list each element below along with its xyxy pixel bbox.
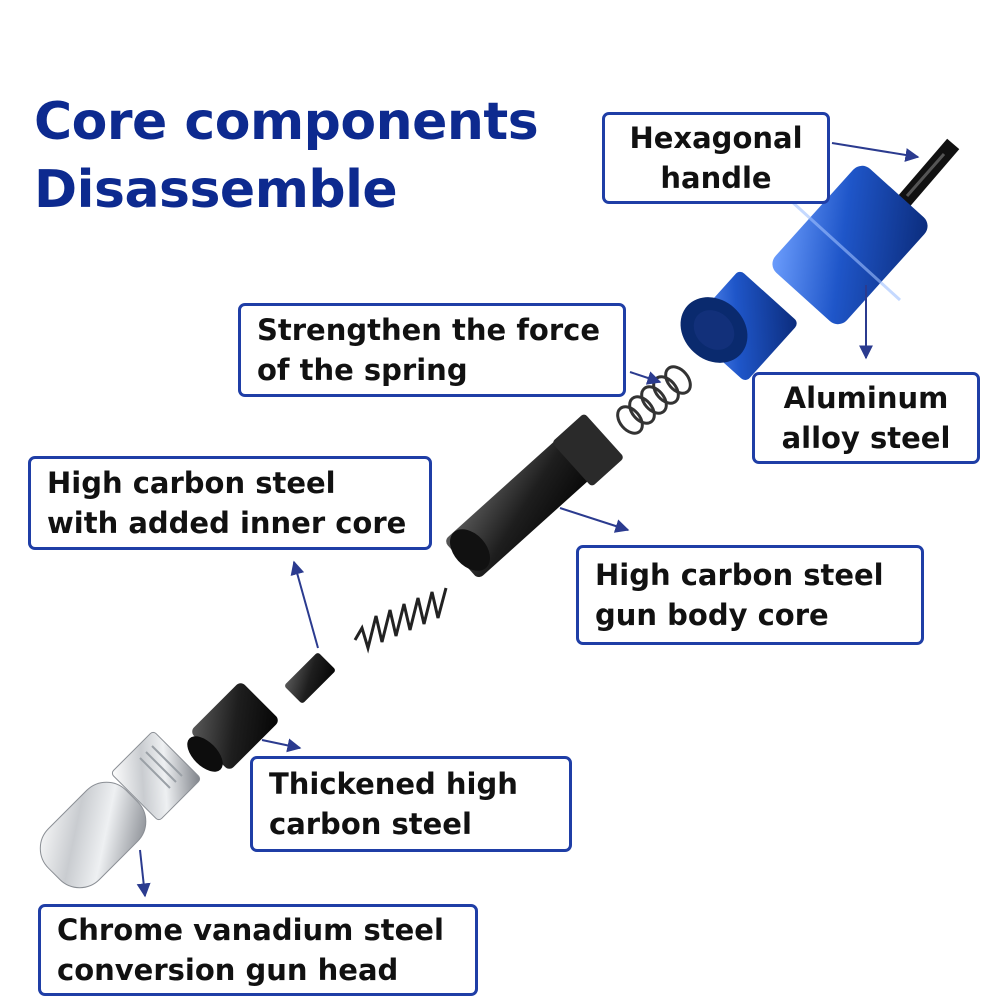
- inner-core-pin: [285, 653, 335, 703]
- label-line: with added inner core: [47, 506, 407, 540]
- label-line: conversion gun head: [57, 953, 399, 987]
- label-line: Aluminum: [783, 381, 949, 415]
- chrome-gun-head: [39, 731, 201, 889]
- label-line: carbon steel: [269, 807, 472, 841]
- label-line: of the spring: [257, 353, 468, 387]
- label-hexagonal-handle: Hexagonal handle: [602, 112, 830, 204]
- label-line: Strengthen the force: [257, 313, 601, 347]
- label-line: High carbon steel: [47, 466, 336, 500]
- label-gun-body-core: High carbon steel gun body core: [576, 545, 924, 645]
- label-line: Hexagonal: [629, 121, 803, 155]
- title-line-1: Core components: [34, 92, 539, 152]
- label-inner-core: High carbon steel with added inner core: [28, 456, 432, 550]
- label-spring-force: Strengthen the force of the spring: [238, 303, 626, 397]
- label-line: gun body core: [595, 598, 829, 632]
- label-line: Chrome vanadium steel: [57, 913, 444, 947]
- callout-arrows: [136, 142, 920, 898]
- small-spring: [353, 587, 448, 654]
- thickened-sleeve: [187, 683, 278, 772]
- label-line: Thickened high: [269, 767, 518, 801]
- page-title: Core components Disassemble: [34, 88, 614, 224]
- title-line-2: Disassemble: [34, 160, 398, 220]
- label-thickened-steel: Thickened high carbon steel: [250, 756, 572, 852]
- black-gun-body-core: [446, 414, 623, 578]
- blue-handle-body: [680, 165, 928, 380]
- label-gun-head: Chrome vanadium steel conversion gun hea…: [38, 904, 478, 996]
- label-line: alloy steel: [781, 421, 951, 455]
- label-line: High carbon steel: [595, 558, 884, 592]
- label-line: handle: [660, 161, 772, 195]
- label-aluminum-alloy: Aluminum alloy steel: [752, 372, 980, 464]
- hex-shaft: [893, 138, 960, 212]
